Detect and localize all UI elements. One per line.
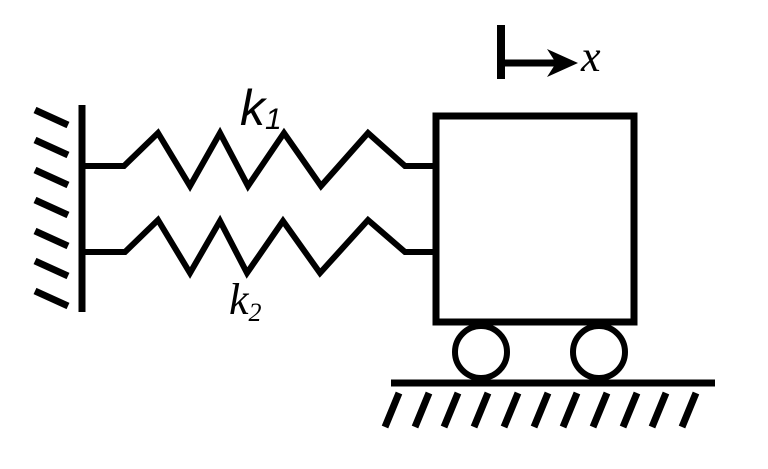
spring1-subscript: 1 [265,103,282,136]
ground-hatch-icon [619,391,641,429]
wall [33,105,86,312]
axis-label: x [581,35,601,79]
axis-symbol: x [581,32,601,81]
spring-k1 [82,126,437,192]
wall-hatch-icon [33,106,70,129]
ground-hatch-icon [648,391,670,429]
axis-arrow-head-icon [547,49,578,77]
spring2-symbol: k [229,275,249,324]
wall-hatch-icon [33,257,70,280]
ground-hatch-icon [381,391,403,429]
ground-hatch-icon [500,391,522,429]
ground-hatch-icon [411,391,433,429]
ground-hatch-icon [589,391,611,429]
wall-hatch-icon [33,166,70,189]
ground-hatching [381,391,700,429]
cart-wheel-right [570,323,628,381]
ground-hatch-icon [559,391,581,429]
wall-hatching [33,106,70,310]
ground-hatch-icon [440,391,462,429]
cart-wheel-left [452,323,510,381]
x-axis [497,25,578,79]
ground-hatch-icon [678,391,700,429]
wall-hatch-icon [33,136,70,159]
spring2-label: k2 [229,278,262,326]
spring1-label: k1 [240,83,282,135]
ground-hatch-icon [530,391,552,429]
spring1-symbol: k [240,80,265,136]
ground-hatch-icon [470,391,492,429]
ground [381,379,715,429]
cart [432,112,638,381]
cart-body [432,112,638,326]
wall-hatch-icon [33,287,70,310]
wall-hatch-icon [33,227,70,250]
wall-hatch-icon [33,196,70,219]
spring-k2 [82,214,437,279]
spring2-subscript: 2 [248,298,262,327]
